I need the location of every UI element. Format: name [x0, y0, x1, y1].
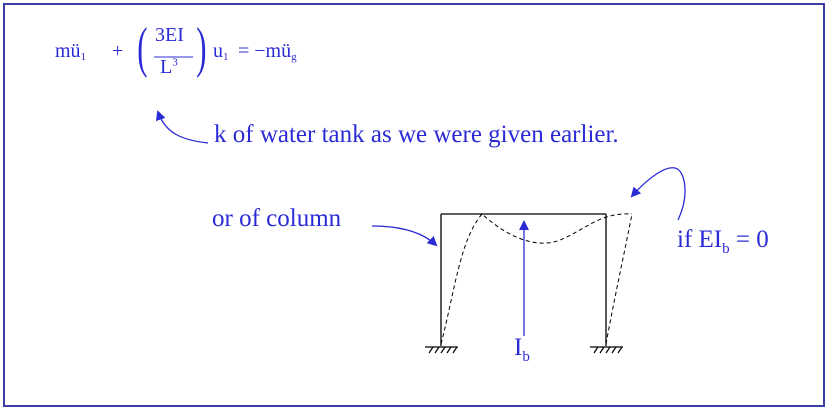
eq-rhs: = −müg	[238, 40, 297, 63]
column-arrow	[371, 225, 438, 247]
ei-arrow	[630, 167, 686, 221]
eq-right-paren: )	[196, 17, 207, 79]
eq-left-paren: (	[137, 17, 148, 79]
right-support	[590, 346, 623, 354]
eq-u: u1	[213, 40, 229, 63]
portal-frame	[440, 213, 607, 346]
k-note: k of water tank as we were given earlier…	[214, 121, 619, 148]
column-note: or of column	[212, 205, 342, 232]
equation: mü1 + ( 3EI L3 ) u1 = −müg	[0, 0, 831, 120]
left-support	[425, 346, 458, 354]
k-arrow	[155, 110, 209, 144]
slide-frame	[3, 3, 825, 407]
eq-plus: +	[112, 40, 124, 62]
eq-m-udd: mü1	[55, 40, 87, 63]
deflected-shape	[440, 213, 633, 345]
eq-denominator: L3	[160, 56, 178, 78]
ib-label: Ib	[514, 334, 530, 365]
ei-label: if EIb = 0	[677, 226, 769, 257]
eq-numerator: 3EI	[155, 24, 184, 46]
